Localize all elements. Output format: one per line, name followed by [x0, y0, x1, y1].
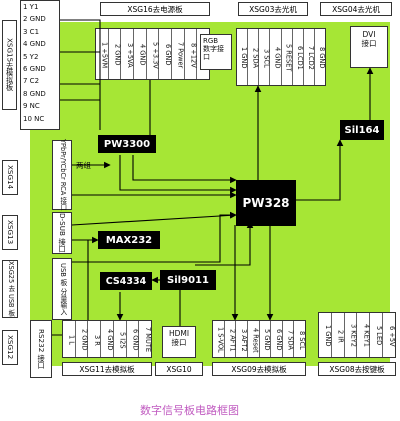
xsg08-label: XSG08去按键板 [318, 362, 396, 376]
xsg14-label: XSG14 [2, 160, 18, 195]
xsg15-pin: 9 NC [23, 102, 40, 111]
xsg11-pin: 5 I2S [114, 321, 127, 357]
rgb-connector-label: RGB 数字接口 [200, 34, 232, 70]
xsg09-pin: 8 SCL [298, 330, 306, 350]
pw328-chip: PW328 [236, 180, 296, 226]
rgb-pin: 3 SCL [259, 29, 271, 85]
rs232-connector: RS232 接口 [30, 320, 52, 378]
diagram-caption: 数字信号板电路框图 [140, 404, 239, 417]
rgb-pin: 8 GND [318, 47, 326, 69]
xsg09-pin: 2 AFT1 [225, 321, 237, 357]
wire-pw3300-pw328-a [119, 155, 237, 194]
xsg25-label: XSG25 去 USB 板 [2, 260, 18, 318]
xsg15-pin: 5 Y2 [23, 52, 39, 61]
wire-usb [72, 211, 237, 263]
xsg09-pin: 4 Reset [248, 321, 260, 357]
power-pin: 3 +5VA [121, 29, 135, 79]
xsg11-pin: 4 GND [101, 321, 114, 357]
xsg08-pin: 1 GND [319, 313, 332, 357]
xsg08-pin: 2 IR [332, 313, 345, 357]
xsg11-pin: 7 MUTE [144, 327, 153, 353]
xsg15-label: XSG15去模拟板 [2, 20, 17, 110]
xsg11-pin: 6 GND [127, 321, 140, 357]
xsg09-pin: 1 S-VOL [213, 321, 225, 357]
rgb-pin: 6 LCD1 [293, 29, 304, 85]
sil9011-chip: Sil9011 [160, 270, 216, 290]
xsg12-label: XSG12 [2, 330, 18, 365]
rgb-pin: 2 SDA [248, 29, 260, 85]
xsg15-pin: 7 C2 [23, 77, 40, 86]
power-pin: 7 Power [172, 29, 185, 79]
xsg10-label: XSG10 [155, 362, 203, 376]
wire-dsub [71, 212, 237, 226]
pw3300-chip: PW3300 [98, 135, 156, 153]
dsub-connector: D-SUB 接口 [52, 212, 72, 254]
xsg13-label: XSG13 [2, 215, 18, 250]
xsg15-pin: 2 GND [23, 15, 46, 24]
power-pin: 5 +3.3V [147, 29, 160, 79]
xsg11-label: XSG11去模拟板 [62, 362, 152, 376]
xsg11-pin: 2 GND [76, 321, 89, 357]
xsg11-pin: 1 L [63, 321, 76, 357]
xsg08-pin: 5 LED [370, 313, 384, 357]
usb-connector: USB 板 分量输入 [52, 258, 72, 320]
xsg11-pin: 3 R [88, 321, 102, 357]
power-pin: 6 GND [159, 29, 173, 79]
dvi-connector: DVI 接口 [350, 26, 388, 68]
wire-xsg15-bus [60, 19, 101, 130]
xsg15-pin-list: 1 Y1 2 GND 3 C1 4 GND 5 Y2 6 GND 7 C2 8 GND 9 NC… [23, 3, 57, 127]
power-pin: 8 +12V [185, 29, 198, 79]
wire-pw3300-pw328-b [132, 155, 237, 184]
xsg15-pin: 1 Y1 [23, 3, 39, 11]
xsg15-pins: 1 Y1 2 GND 3 C1 4 GND 5 Y2 6 GND 7 C2 8 GND 9 NC… [20, 0, 60, 130]
xsg08-pin: 4 KEY1 [357, 313, 371, 357]
power-pin: 4 GND [134, 29, 147, 79]
rgb-pin: 1 GND [237, 29, 249, 85]
xsg15-pin: 8 GND [23, 89, 46, 98]
rgb-pin: 5 RESET [282, 29, 293, 85]
wire-pw328-sil164 [296, 139, 344, 201]
wire-sil9011-pw328 [195, 221, 254, 266]
xsg09-pin: 7 SDA [283, 321, 295, 357]
xsg15-pin: 10 NC [23, 114, 45, 123]
xsg15-pin: 6 GND [23, 64, 46, 73]
xsg15-pin: 3 C1 [23, 27, 40, 36]
rgb-pin: 4 GND [270, 29, 282, 85]
xsg09-label: XSG09去模拟板 [212, 362, 306, 376]
xsg08-pin: 3 KEY2 [345, 313, 358, 357]
xsg09-pin: 3 AFT2 [236, 321, 248, 357]
xsg03-label: XSG03去光机 [238, 2, 308, 16]
hdmi-connector: HDMI 接口 [162, 326, 196, 358]
xsg15-pin: 4 GND [23, 40, 46, 49]
xsg09-pin: 5 GND [260, 321, 272, 357]
power-pin: 1 +5VM [96, 29, 109, 79]
xsg16-label: XSG16去电源板 [100, 2, 210, 16]
cs4334-chip: CS4334 [100, 272, 152, 290]
xsg04-label: XSG04去光机 [320, 2, 392, 16]
rgb-pin: 7 LCD2 [304, 29, 315, 85]
sil164-chip: Sil164 [340, 120, 384, 140]
max232-chip: MAX232 [98, 231, 160, 249]
xsg09-pin: 6 GND [271, 321, 283, 357]
xsg08-pin: 6 +5V [387, 325, 396, 347]
circuit-board [30, 22, 390, 366]
power-pin: 2 GND [109, 29, 122, 79]
ypbpr-connector: YPbPr/YCbCr RCA 接口 [52, 139, 72, 211]
